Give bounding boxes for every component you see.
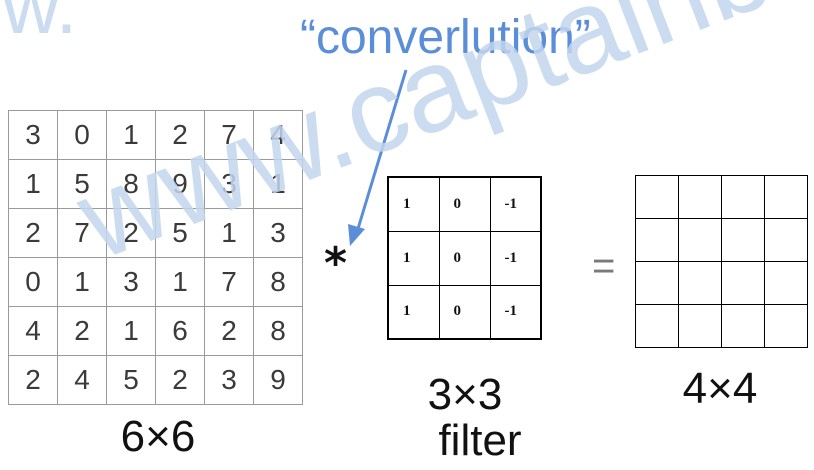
filter-matrix-cell: -1 bbox=[489, 176, 542, 232]
convolution-operator: * bbox=[324, 238, 348, 289]
output-matrix bbox=[635, 175, 808, 348]
input-matrix-cell: 3 bbox=[204, 159, 254, 209]
convolution-annotation: “converlution” bbox=[300, 11, 591, 64]
input-matrix-cell: 2 bbox=[155, 110, 205, 160]
input-matrix-cell: 2 bbox=[57, 306, 107, 356]
equals-sign: = bbox=[592, 244, 616, 288]
input-matrix-cell: 5 bbox=[106, 355, 156, 405]
input-matrix-cell: 2 bbox=[155, 355, 205, 405]
input-matrix-cell: 9 bbox=[253, 355, 303, 405]
input-matrix-cell: 4 bbox=[253, 110, 303, 160]
input-matrix-cell: 8 bbox=[253, 257, 303, 307]
input-matrix-cell: 0 bbox=[57, 110, 107, 160]
filter-word-label: filter bbox=[438, 416, 522, 465]
filter-size-label: 3×3 bbox=[427, 370, 503, 419]
output-matrix-row bbox=[635, 304, 808, 348]
output-matrix-cell bbox=[635, 218, 679, 262]
input-size-label: 6×6 bbox=[120, 412, 196, 461]
filter-matrix-cell: -1 bbox=[489, 230, 542, 286]
output-size-label: 4×4 bbox=[682, 364, 758, 413]
input-matrix-cell: 1 bbox=[204, 208, 254, 258]
filter-matrix-cell: 0 bbox=[438, 284, 491, 340]
input-matrix-cell: 4 bbox=[8, 306, 58, 356]
filter-matrix-cell: -1 bbox=[489, 284, 542, 340]
input-matrix-cell: 3 bbox=[204, 355, 254, 405]
input-matrix-cell: 1 bbox=[8, 159, 58, 209]
output-matrix-cell bbox=[721, 304, 765, 348]
output-matrix-row bbox=[635, 261, 808, 305]
input-matrix-cell: 5 bbox=[57, 159, 107, 209]
output-matrix-row bbox=[635, 218, 808, 262]
input-matrix-cell: 2 bbox=[106, 208, 156, 258]
output-matrix-cell bbox=[635, 304, 679, 348]
input-matrix-cell: 2 bbox=[8, 208, 58, 258]
input-matrix-cell: 1 bbox=[106, 306, 156, 356]
input-matrix-cell: 1 bbox=[57, 257, 107, 307]
filter-matrix-cell: 1 bbox=[387, 230, 440, 286]
input-matrix-cell: 3 bbox=[106, 257, 156, 307]
output-matrix-cell bbox=[764, 304, 808, 348]
input-matrix-cell: 4 bbox=[57, 355, 107, 405]
output-matrix-row bbox=[635, 175, 808, 219]
input-matrix-cell: 0 bbox=[8, 257, 58, 307]
input-matrix-cell: 5 bbox=[155, 208, 205, 258]
input-matrix-cell: 1 bbox=[253, 159, 303, 209]
input-matrix-cell: 1 bbox=[155, 257, 205, 307]
filter-matrix-cell: 0 bbox=[438, 176, 491, 232]
input-matrix-cell: 3 bbox=[8, 110, 58, 160]
input-matrix-cell: 8 bbox=[106, 159, 156, 209]
output-matrix-cell bbox=[764, 218, 808, 262]
input-matrix-cell: 1 bbox=[106, 110, 156, 160]
